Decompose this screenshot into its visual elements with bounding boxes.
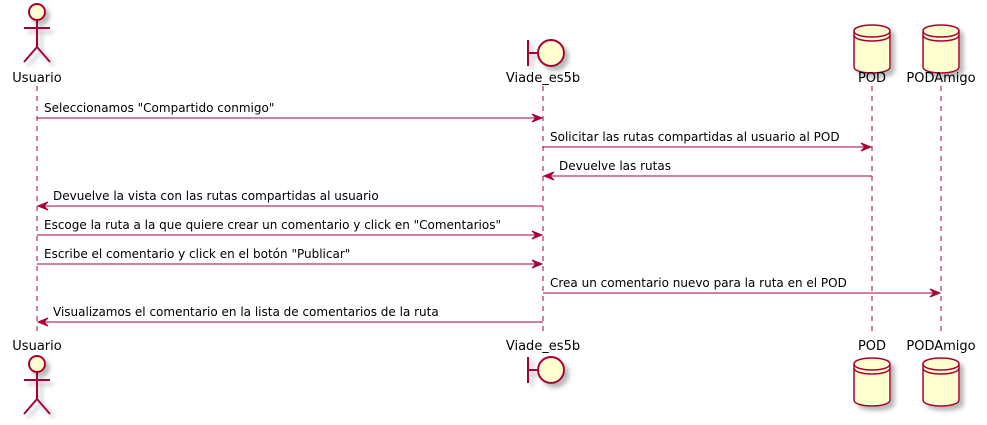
message-8: Visualizamos el comentario en la lista d…	[36, 305, 543, 327]
message-label: Visualizamos el comentario en la lista d…	[53, 305, 439, 319]
participant-bottom-viade: Viade_es5b	[506, 339, 580, 384]
database-icon	[853, 357, 891, 407]
participant-bottom-pod: POD	[853, 339, 891, 407]
message-6: Escribe el comentario y click en el botó…	[37, 247, 544, 269]
participant-top-viade: Viade_es5b	[506, 39, 580, 86]
arrowhead-icon	[929, 288, 942, 298]
participant-label: Viade_es5b	[506, 71, 580, 86]
message-label: Devuelve las rutas	[559, 159, 671, 173]
arrowhead-icon	[860, 142, 873, 152]
arrowhead-icon	[36, 201, 49, 211]
message-4: Devuelve la vista con las rutas comparti…	[36, 189, 543, 211]
message-5: Escoge la ruta a la que quiere crear un …	[37, 218, 544, 240]
message-label: Escribe el comentario y click en el botó…	[44, 247, 350, 261]
arrowhead-icon	[531, 113, 544, 123]
participant-label: Usuario	[12, 71, 61, 86]
boundary-icon	[527, 39, 565, 67]
participant-bottom-usuario: Usuario	[12, 339, 62, 415]
message-label: Escoge la ruta a la que quiere crear un …	[44, 218, 501, 232]
arrowhead-icon	[531, 230, 544, 240]
arrowhead-icon	[542, 171, 555, 181]
participant-top-usuario: Usuario	[12, 3, 62, 86]
database-icon	[922, 24, 960, 74]
arrowhead-icon	[531, 259, 544, 269]
boundary-icon	[527, 356, 565, 384]
participant-label: Usuario	[12, 339, 61, 354]
message-label: Seleccionamos "Compartido conmigo"	[44, 101, 274, 115]
participant-label: PODAmigo	[906, 339, 975, 354]
arrowhead-icon	[36, 317, 49, 327]
participant-top-pod: POD	[853, 24, 891, 86]
actor-icon	[23, 355, 51, 415]
message-7: Crea un comentario nuevo para la ruta en…	[543, 276, 942, 298]
message-1: Seleccionamos "Compartido conmigo"	[37, 101, 544, 123]
participant-label: POD	[858, 339, 886, 354]
participant-top-podamigo: PODAmigo	[906, 24, 976, 86]
participant-label: Viade_es5b	[506, 339, 580, 354]
actor-icon	[23, 3, 51, 63]
message-2: Solicitar las rutas compartidas al usuar…	[543, 130, 873, 152]
message-label: Crea un comentario nuevo para la ruta en…	[550, 276, 847, 290]
message-3: Devuelve las rutas	[542, 159, 872, 181]
message-label: Devuelve la vista con las rutas comparti…	[53, 189, 379, 203]
participant-label: POD	[858, 71, 886, 86]
participant-label: PODAmigo	[906, 71, 975, 86]
message-label: Solicitar las rutas compartidas al usuar…	[550, 130, 840, 144]
participant-bottom-podamigo: PODAmigo	[906, 339, 976, 407]
database-icon	[853, 24, 891, 74]
database-icon	[922, 357, 960, 407]
